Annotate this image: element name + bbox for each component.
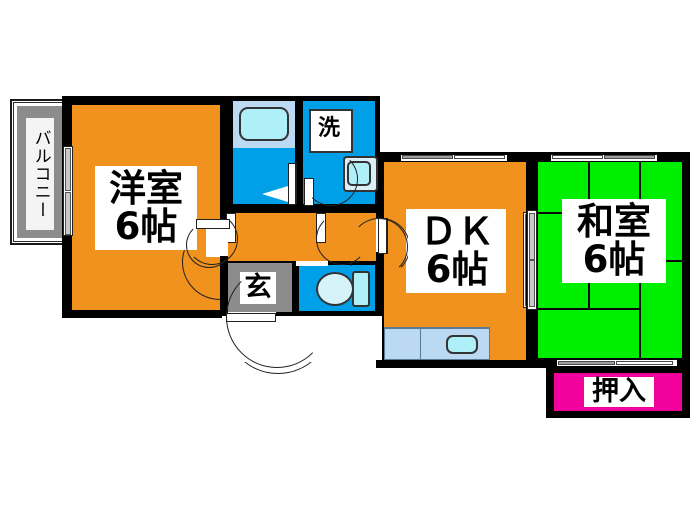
dk-door-arc-2 — [350, 218, 408, 276]
bath-door-2[interactable] — [288, 163, 296, 205]
wall-bath-bottom — [228, 204, 380, 212]
closet-label-2: 押入 — [584, 377, 654, 407]
tatami-line-v3 — [588, 260, 590, 310]
genkan-door-arc-2 — [226, 266, 328, 368]
wall-dk-bottom — [376, 360, 534, 368]
western-door-arc-2 — [186, 222, 232, 268]
closet-fusuma-pane-right — [616, 361, 673, 365]
washitsu-name-2: 和室 — [577, 200, 651, 244]
toilet-icon-top — [316, 272, 354, 306]
counter-divider-2 — [420, 328, 421, 360]
dk-size-2: 6帖 — [425, 248, 489, 291]
washroom-door-arc-2 — [304, 152, 358, 206]
bath-door-arrow-2 — [262, 186, 288, 202]
fusuma-pane-upper-2 — [529, 213, 535, 260]
balcony-door-2[interactable] — [63, 146, 73, 236]
kitchen-sink-icon-2 — [446, 335, 478, 354]
western-room-label-2: 洋室 6帖 — [96, 166, 196, 250]
balcony-door-pane-lower-2 — [65, 192, 71, 235]
wall-western-bottom — [62, 310, 228, 318]
washitsu-label-2: 和室 6帖 — [562, 199, 666, 283]
dk-label-2: ＤＫ 6帖 — [408, 209, 506, 293]
dk-window-pane-right-2 — [454, 155, 505, 159]
balcony-label: バルコニー — [26, 118, 54, 230]
washroom-label-2: 洗 — [313, 113, 345, 145]
western-room-name-2: 洋室 — [109, 167, 183, 211]
washitsu-north-window-pane-right-2 — [604, 155, 655, 159]
washitsu-size-2: 6帖 — [582, 238, 646, 281]
fusuma-pane-lower-2 — [529, 260, 535, 307]
western-room-size-2: 6帖 — [114, 205, 178, 248]
balcony-door-pane-upper-2 — [65, 148, 71, 191]
dk-window-pane-left-2 — [402, 155, 453, 159]
washitsu-north-window-pane-left-2 — [552, 155, 603, 159]
dk-name-2: ＤＫ — [420, 210, 494, 254]
corridor-door-arc-right — [316, 213, 368, 265]
tatami-line-v2 — [588, 162, 590, 212]
bathtub-icon-2 — [239, 107, 289, 141]
closet-fusuma-pane-left — [558, 361, 615, 365]
toilet-tank-icon-top — [352, 271, 370, 307]
western-room-top-wall-gap — [72, 96, 220, 105]
wall-corridor-left — [220, 209, 228, 316]
